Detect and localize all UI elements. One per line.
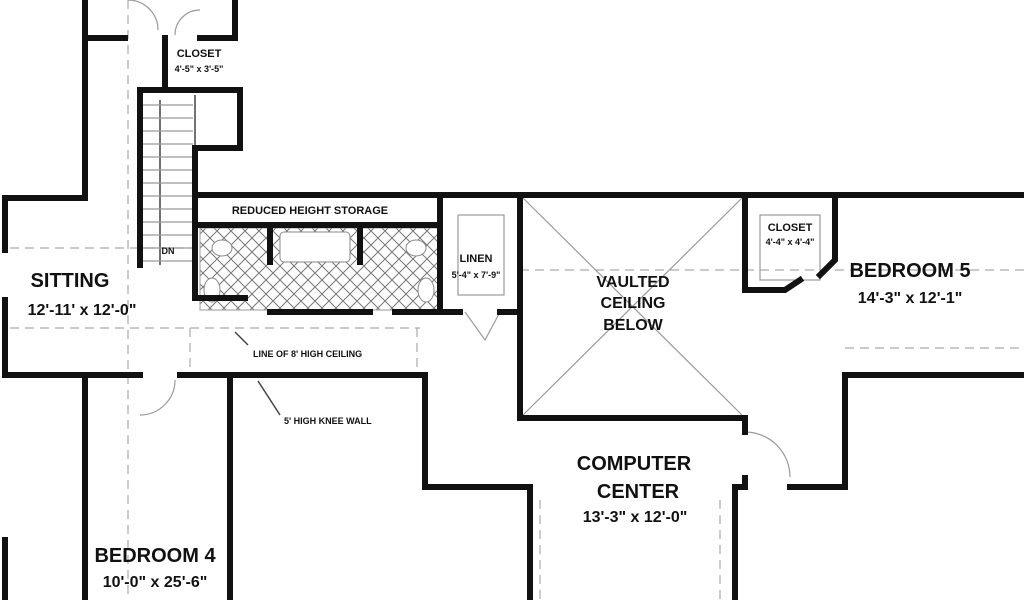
computer-center-line1: COMPUTER xyxy=(577,453,692,475)
vaulted-line2: CEILING xyxy=(601,295,666,312)
stair-down-label: DN xyxy=(162,246,175,256)
bedroom5-label: BEDROOM 5 xyxy=(849,260,970,282)
linen-size: 5'-4" x 7'-9" xyxy=(452,270,501,280)
staircase xyxy=(143,95,196,265)
doors xyxy=(127,0,791,478)
closet-top-size: 4'-5" x 3'-5" xyxy=(175,64,224,74)
computer-center-size: 13'-3" x 12'-0" xyxy=(583,509,688,526)
bedroom4-size: 10'-0" x 25'-6" xyxy=(103,574,208,591)
closet-right-label: CLOSET xyxy=(768,222,813,234)
sitting-label: SITTING xyxy=(31,270,110,292)
bedroom5-size: 14'-3" x 12'-1" xyxy=(858,290,963,307)
ceiling-line-annotation: LINE OF 8' HIGH CEILING xyxy=(253,349,362,359)
linen-label: LINEN xyxy=(460,253,493,265)
vaulted-line3: BELOW xyxy=(603,317,663,334)
ceiling-lines xyxy=(10,0,1024,600)
knee-wall-annotation: 5' HIGH KNEE WALL xyxy=(284,416,372,426)
storage-label: REDUCED HEIGHT STORAGE xyxy=(232,205,388,217)
bedroom4-label: BEDROOM 4 xyxy=(94,545,216,567)
sitting-size: 12'-11' x 12'-0" xyxy=(28,302,137,319)
vaulted-ceiling-lines xyxy=(522,197,743,416)
closet-right-size: 4'-4" x 4'-4" xyxy=(766,237,815,247)
computer-center-line2: CENTER xyxy=(597,481,680,503)
vaulted-line1: VAULTED xyxy=(596,274,669,291)
closet-top-label: CLOSET xyxy=(177,48,222,60)
